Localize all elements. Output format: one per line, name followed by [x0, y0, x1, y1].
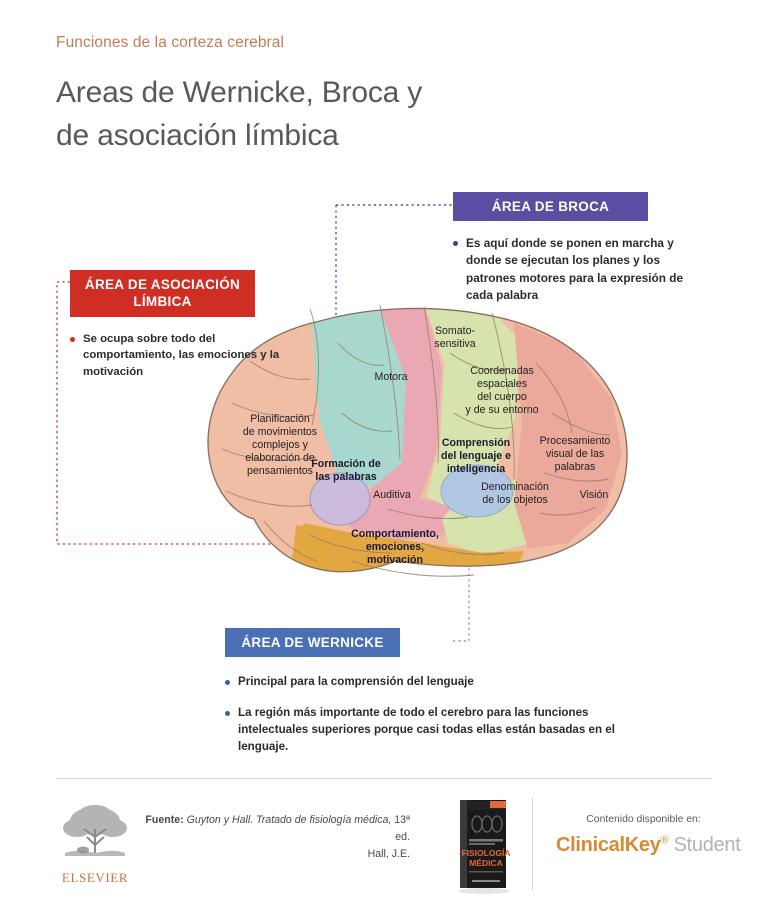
- source-lead: Fuente:: [145, 814, 184, 826]
- book-cover-image: FISIOLOGÍA MÉDICA: [446, 796, 520, 896]
- brain-sulci: [221, 304, 611, 577]
- callout-limbica-body: Se ocupa sobre todo del comportamiento, …: [70, 331, 288, 381]
- brain-diagram: Planificación de movimientos complejos y…: [192, 303, 642, 598]
- bullet-text: Es aquí donde se ponen en marcha y donde…: [466, 236, 684, 302]
- bullet-dot-icon: [225, 711, 230, 717]
- region-coordenadas: [424, 308, 522, 509]
- page-title-line-1: Areas de Wernicke, Broca y: [56, 76, 423, 109]
- book-title-line-2: MÉDICA: [469, 858, 503, 868]
- brain-svg: [207, 304, 628, 577]
- bullet-item: Se ocupa sobre todo del comportamiento, …: [70, 331, 288, 381]
- callout-broca: ÁREA DE BROCA Es aquí donde se ponen en …: [453, 192, 701, 304]
- source-author: Hall, J.E.: [367, 847, 410, 860]
- bullet-dot-icon: [225, 680, 230, 686]
- callout-limbica: ÁREA DE ASOCIACIÓN LÍMBICA Se ocupa sobr…: [70, 270, 288, 380]
- elsevier-tree-icon: [63, 805, 127, 856]
- callout-broca-body: Es aquí donde se ponen en marcha y donde…: [453, 235, 701, 304]
- eyebrow-text: Funciones de la corteza cerebral: [56, 34, 285, 51]
- page-title: Areas de Wernicke, Broca y de asociación…: [56, 72, 716, 157]
- region-formacion-palabras: [309, 472, 371, 526]
- page-footer: ELSEVIER Fuente: Guyton y Hall. Tratado …: [0, 790, 768, 910]
- region-somatosensitiva: [370, 308, 442, 509]
- bullet-text: Se ocupa sobre todo del comportamiento, …: [83, 332, 280, 378]
- footer-vertical-divider: [532, 798, 533, 890]
- callout-wernicke-title: ÁREA DE WERNICKE: [225, 628, 400, 658]
- callout-limbica-title: ÁREA DE ASOCIACIÓN LÍMBICA: [70, 270, 255, 317]
- brain-outline: [207, 307, 628, 573]
- page-title-line-2: de asociación límbica: [56, 118, 339, 152]
- source-edition: 13ª ed.: [394, 814, 410, 843]
- clinicalkey-student: Student: [673, 834, 741, 856]
- clinicalkey-brand: ClinicalKey: [556, 834, 661, 856]
- bullet-dot-icon: [453, 241, 458, 247]
- bullet-item: Principal para la comprensión del lengua…: [225, 674, 645, 691]
- callout-wernicke-body: Principal para la comprensión del lengua…: [225, 674, 645, 756]
- callout-wernicke: ÁREA DE WERNICKE Principal para la compr…: [225, 628, 645, 770]
- bullet-dot-icon: [70, 336, 75, 342]
- elsevier-logo: ELSEVIER: [55, 803, 135, 886]
- clinicalkey-caption: Contenido disponible en:: [586, 814, 701, 825]
- source-title: Guyton y Hall. Tratado de fisiología méd…: [186, 814, 392, 826]
- clinicalkey-logo: ClinicalKey® Student: [556, 834, 741, 857]
- region-occipital: [514, 323, 622, 549]
- source-citation: Fuente: Guyton y Hall. Tratado de fisiol…: [140, 812, 410, 863]
- bullet-text: La región más importante de todo el cere…: [238, 706, 615, 754]
- region-comprension: [440, 464, 514, 518]
- elsevier-wordmark: ELSEVIER: [61, 870, 129, 885]
- clinicalkey-block: Contenido disponible en: ClinicalKey® St…: [556, 814, 741, 857]
- bullet-item: Es aquí donde se ponen en marcha y donde…: [453, 235, 701, 304]
- clinicalkey-registered-icon: ®: [660, 834, 669, 847]
- book-cover-svg: FISIOLOGÍA MÉDICA: [458, 800, 511, 894]
- infographic-stage: Planificación de movimientos complejos y…: [0, 178, 768, 758]
- page-header: Funciones de la corteza cerebral Areas d…: [56, 34, 716, 157]
- bullet-text: Principal para la comprensión del lengua…: [238, 675, 474, 689]
- book-title-line-1: FISIOLOGÍA: [461, 848, 510, 858]
- footer-divider-rule: [56, 778, 712, 779]
- callout-broca-title: ÁREA DE BROCA: [453, 192, 648, 222]
- bullet-item: La región más importante de todo el cere…: [225, 705, 645, 756]
